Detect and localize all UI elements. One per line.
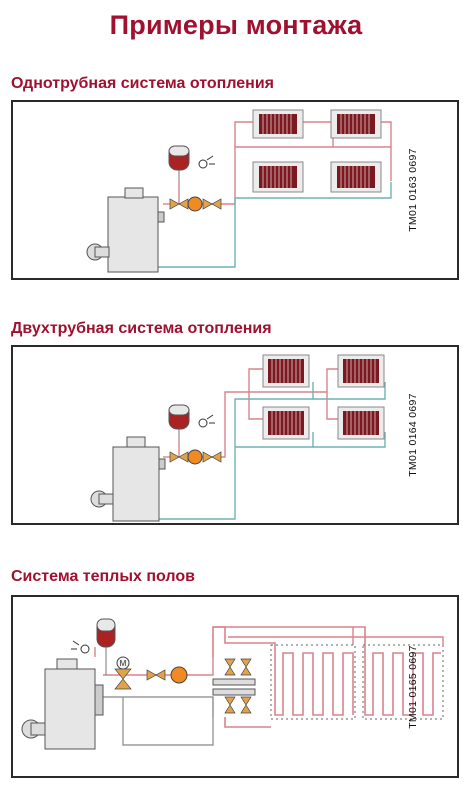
single-pipe-diagram: TM01 0163 0697 (11, 100, 459, 280)
pump-icon (187, 196, 203, 212)
manifold (212, 678, 256, 686)
return-pipes (103, 696, 214, 746)
section-title-single-pipe: Однотрубная система отопления (11, 75, 275, 92)
radiator-icon (252, 109, 304, 139)
radiator-icon (337, 406, 385, 440)
section-title-floor-heating: Система теплых полов (11, 568, 195, 585)
floor-zone-border (362, 644, 444, 720)
two-pipe-diagram: TM01 0164 0697 (11, 345, 459, 525)
radiator-icon (262, 406, 310, 440)
floor-heating-loop-icon (213, 626, 441, 728)
pump-icon (187, 449, 203, 465)
boiler-icon (21, 658, 104, 750)
valve-icon (224, 696, 236, 714)
section-title-two-pipe: Двухтрубная система отопления (11, 320, 272, 337)
boiler-icon (86, 187, 165, 273)
expansion-tank-icon (168, 404, 215, 439)
valve-icon (169, 198, 189, 210)
page-title: Примеры монтажа (109, 10, 363, 40)
mixing-valve-icon: M (114, 656, 132, 690)
pump-icon (170, 666, 188, 684)
radiator-icon (330, 109, 382, 139)
two-pipe-schematic (90, 354, 386, 522)
drawing-code: TM01 0164 0697 (407, 393, 420, 477)
floor-heating-schematic: M (21, 618, 444, 750)
valve-icon (240, 696, 252, 714)
floor-zone-border (270, 644, 356, 720)
svg-text:M: M (120, 659, 127, 668)
single-pipe-schematic (86, 109, 392, 273)
expansion-tank-icon (71, 618, 116, 675)
valve-icon (224, 658, 236, 676)
drawing-code: TM01 0163 0697 (407, 148, 420, 232)
radiator-icon (337, 354, 385, 388)
radiator-icon (252, 161, 304, 193)
valve-icon (202, 451, 222, 463)
drawing-code: TM01 0165 0697 (407, 644, 420, 729)
expansion-tank-icon (168, 145, 215, 182)
valve-icon (146, 669, 166, 681)
boiler-icon (90, 436, 166, 522)
valve-icon (202, 198, 222, 210)
radiator-icon (262, 354, 310, 388)
return-pipes (158, 382, 386, 520)
manifold (212, 688, 256, 696)
supply-pipes (163, 368, 338, 458)
valve-icon (240, 658, 252, 676)
supply-pipes (94, 626, 444, 676)
floor-heating-diagram: M TM01 0165 0697 (11, 595, 459, 778)
return-pipes (158, 182, 392, 268)
radiator-icon (330, 161, 382, 193)
